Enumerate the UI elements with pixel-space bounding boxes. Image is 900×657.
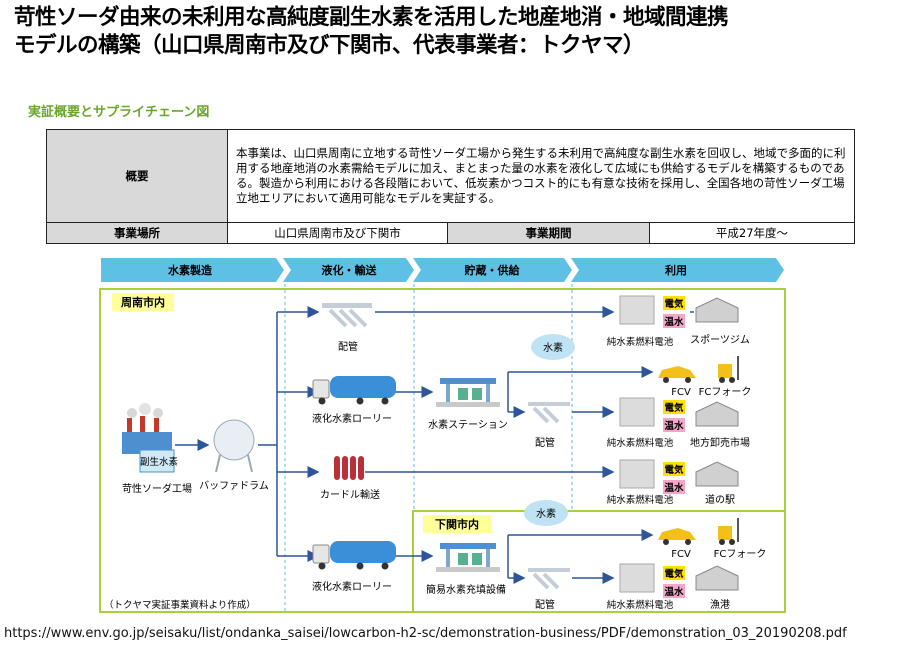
- pipeline-label-3: 配管: [535, 598, 555, 611]
- fishing-port-building-icon: [695, 565, 739, 591]
- fuel-cell-icon-4: [619, 563, 655, 593]
- stage-arrow-3: [413, 258, 572, 282]
- stage-label-1: 水素製造: [168, 263, 213, 277]
- electricity-label-1: 電気: [664, 298, 684, 310]
- buffer-drum-icon: [213, 419, 255, 473]
- summary-row: 概要 本事業は、山口県周南に立地する苛性ソーダ工場から発生する未利用で高純度な副…: [46, 129, 855, 223]
- plant-inner-label: 副生水素: [140, 456, 179, 468]
- flow-lines: [175, 306, 694, 584]
- fuel-cell-label-3: 純水素燃料電池: [607, 494, 674, 506]
- stage-arrow-2: [283, 258, 414, 282]
- fcv-icon-1: [658, 366, 696, 383]
- lorry-label-2: 液化水素ローリー: [312, 580, 392, 593]
- location-value: 山口県周南市及び下関市: [227, 222, 448, 244]
- page-title: 苛性ソーダ由来の未利用な高純度副生水素を活用した地産地消・地域間連携 モデルの構…: [14, 4, 894, 60]
- location-header: 事業場所: [46, 222, 228, 244]
- electricity-label-3: 電気: [664, 464, 684, 476]
- hot-water-label-1: 温水: [664, 316, 684, 328]
- fuel-cell-label-4: 純水素燃料電池: [607, 599, 674, 611]
- hydrogen-bubble-icon-2: [524, 500, 568, 526]
- stage-label-3: 貯蔵・供給: [465, 263, 521, 277]
- hydrogen-bubble-label-2: 水素: [536, 507, 556, 520]
- fcv-icon-2: [658, 528, 696, 545]
- hot-water-label-3: 温水: [664, 482, 684, 494]
- title-line-1: 苛性ソーダ由来の未利用な高純度副生水素を活用した地産地消・地域間連携: [14, 5, 729, 30]
- building-icons: [695, 297, 739, 591]
- fc-fork-label-1: FCフォーク: [699, 386, 752, 398]
- station-icon: [436, 378, 500, 407]
- station-label: 水素ステーション: [428, 418, 508, 431]
- gym-building-icon: [695, 297, 739, 323]
- pipeline-label-1: 配管: [338, 340, 358, 353]
- electricity-label-4: 電気: [664, 568, 684, 580]
- hot-water-label-2: 温水: [664, 420, 684, 432]
- source-note: （トクヤマ実証事業資料より作成）: [104, 599, 256, 611]
- simple-station-icon: [436, 543, 500, 572]
- stage-label-2: 液化・輸送: [322, 263, 378, 277]
- curdle-icon: [334, 456, 364, 480]
- sports-gym-label: スポーツジム: [690, 334, 750, 346]
- forklift-icon-1: [718, 356, 739, 383]
- electricity-label-2: 電気: [664, 402, 684, 414]
- section-subtitle: 実証概要とサプライチェーン図: [28, 105, 210, 120]
- fuel-cell-label-2: 純水素燃料電池: [607, 437, 674, 449]
- fc-fork-label-2: FCフォーク: [714, 548, 767, 560]
- fuel-cell-icon-2: [619, 397, 655, 427]
- stage-bar: 水素製造 液化・輸送 貯蔵・供給 利用: [101, 258, 784, 282]
- buffer-drum-label: バッファドラム: [199, 480, 269, 492]
- fuel-cell-icons: [619, 295, 655, 593]
- michi-no-eki-label: 道の駅: [705, 493, 735, 506]
- curdle-label: カードル輸送: [320, 488, 380, 501]
- forklift-icon-2: [718, 518, 739, 545]
- stage-arrow-4: [571, 258, 784, 282]
- pipeline-icon-1: [322, 303, 372, 328]
- stage-arrow-1: [101, 258, 284, 282]
- plant-label: 苛性ソーダ工場: [122, 482, 192, 495]
- market-building-icon: [695, 401, 739, 427]
- stage-label-4: 利用: [665, 263, 687, 277]
- period-header: 事業期間: [447, 222, 650, 244]
- stage-dividers: [284, 284, 573, 612]
- lorry-icon-1: [312, 376, 396, 405]
- fuel-cell-icon-1: [619, 295, 655, 325]
- simple-station-label: 簡易水素充填設備: [426, 583, 506, 596]
- market-label: 地方卸売市場: [690, 436, 750, 449]
- lorry-icon-2: [312, 541, 396, 570]
- fcv-label-2: FCV: [671, 549, 691, 560]
- title-line-2: モデルの構築（山口県周南市及び下関市、代表事業者：トクヤマ）: [14, 33, 645, 58]
- fcv-label-1: FCV: [671, 387, 691, 398]
- hydrogen-bubble-label-1: 水素: [543, 341, 563, 354]
- info-row: 事業場所 山口県周南市及び下関市 事業期間 平成27年度～: [46, 222, 855, 244]
- period-value: 平成27年度～: [649, 222, 855, 244]
- lorry-label-1: 液化水素ローリー: [312, 412, 392, 425]
- plant-icon: [122, 403, 175, 473]
- source-url: https://www.env.go.jp/seisaku/list/ondan…: [4, 626, 847, 641]
- pipeline-label-2: 配管: [535, 436, 555, 449]
- fuel-cell-label-1: 純水素燃料電池: [607, 336, 674, 348]
- hot-water-label-4: 温水: [664, 586, 684, 598]
- fishing-port-label: 漁港: [710, 598, 730, 611]
- energy-tags: 電気 温水 電気 温水 電気 温水 電気 温水: [663, 296, 685, 598]
- hydrogen-bubble-icon-1: [531, 334, 575, 360]
- pipeline-icon-3: [528, 568, 570, 590]
- overview-table: 概要 本事業は、山口県周南に立地する苛性ソーダ工場から発生する未利用で高純度な副…: [46, 129, 855, 244]
- pipeline-icon-2: [528, 402, 570, 424]
- region-shunan-label-bg: [112, 293, 174, 311]
- region-shunan-label: 周南市内: [121, 295, 165, 309]
- region-shimonoseki-label: 下関市内: [435, 517, 479, 531]
- region-shimonoseki-label-bg: [423, 515, 491, 533]
- michi-no-eki-building-icon: [695, 461, 739, 487]
- fuel-cell-icon-3: [619, 459, 655, 489]
